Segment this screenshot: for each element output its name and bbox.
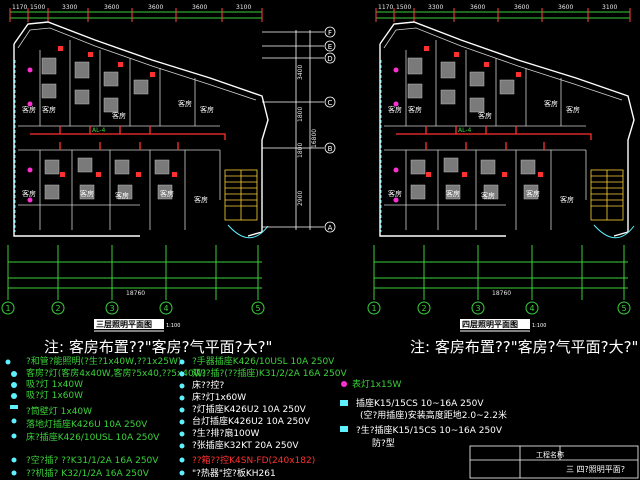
column-axis-label: 5	[621, 304, 626, 313]
room-label: 客房	[112, 111, 126, 120]
room-label: 客房	[388, 105, 402, 114]
plan-title: 三层照明平面图	[96, 320, 152, 329]
dim-top-text: 1500	[396, 4, 411, 11]
legend-item: ?灯插座K426U2 10A 250V	[192, 403, 307, 415]
room-label: 客房	[544, 99, 558, 108]
legend-item: 床??控?	[192, 379, 225, 391]
dim-top-text: 3600	[148, 4, 163, 11]
row-axis-label: D	[327, 55, 332, 63]
column-axis-label: 4	[529, 304, 534, 313]
legend-item: ?生?排?扇100W	[192, 427, 260, 439]
circuit-label: AL-4	[92, 127, 106, 134]
plan-title: 四层照明平面图	[462, 320, 518, 329]
room-label: 客房	[408, 105, 422, 114]
dim-top-text: 3600	[470, 4, 485, 11]
legend-item: "?热器"控?板KH261	[192, 467, 276, 479]
row-axis-label: A	[328, 224, 333, 232]
column-axis-label: 3	[475, 304, 480, 313]
column-axis-label: 5	[255, 304, 260, 313]
room-label: 客房	[560, 195, 574, 204]
column-axis-label: 2	[55, 304, 60, 313]
plan-fourth-floor: 1170 1500 3300 3600 3600 3600 3100	[367, 4, 635, 332]
room-label: 客房	[22, 189, 36, 198]
title-block	[469, 445, 639, 479]
dim-top-text: 3600	[104, 4, 119, 11]
legend-item: ?空?插? ??K31/1/2A 16A 250V	[26, 454, 159, 466]
legend-item: 吸?灯 1x60W	[26, 390, 83, 401]
row-axis-label: F	[328, 29, 332, 37]
legend-item: ?手器插座K426/10USL 10A 250V	[192, 355, 335, 367]
row-axis-label: E	[328, 43, 332, 51]
dim-top-text: 1170	[378, 4, 393, 11]
room-label: 客房	[22, 105, 36, 114]
room-label: 客房	[446, 189, 460, 198]
legend-item: ??机插? K32/1/2A 16A 250V	[26, 467, 150, 479]
room-label: 客房	[42, 105, 56, 114]
room-label: 客房	[80, 189, 94, 198]
column-axis-label: 1	[371, 304, 376, 313]
room-label: 客房	[566, 105, 580, 114]
circuit-label: AL-4	[458, 127, 472, 134]
dim-top-text: 3100	[602, 4, 617, 11]
room-label: 客房	[160, 189, 174, 198]
legend-item: 台灯插座K426U2 10A 250V	[192, 415, 311, 427]
room-label: 客房	[194, 195, 208, 204]
legend-item: ?筒壁灯 1x40W	[26, 405, 92, 417]
dim-top-text: 3600	[514, 4, 529, 11]
room-label: 客房	[115, 191, 129, 200]
layout-note: 注: 客房布置??"客房?气平面?大?"	[44, 338, 272, 356]
row-axis-label: C	[328, 99, 333, 107]
layout-note: 注: 客房布置??"客房?气平面?大?"	[410, 338, 638, 356]
room-label: 客房	[178, 99, 192, 108]
legend-item: 落地灯插座K426U 10A 250V	[26, 418, 148, 430]
legend-item: 防?型	[372, 437, 395, 449]
dim-row-text: 2900	[297, 191, 304, 206]
room-label: 客房	[478, 111, 492, 120]
column-axis-label: 4	[163, 304, 168, 313]
dim-top-text: 3100	[236, 4, 251, 11]
dim-bottom-total: 18760	[126, 290, 145, 297]
legend-item: ??箱??控K4SN-FD(240x182)	[192, 454, 315, 466]
room-label: 客房	[481, 191, 495, 200]
legend-item: 吸?灯 1x40W	[26, 379, 83, 390]
title-block-project: 工程名称	[536, 450, 564, 459]
column-axis-label: 2	[421, 304, 426, 313]
title-block-drawing: 三 四?照明平面?	[566, 465, 625, 474]
legend-item: 床?插座K426/10USL 10A 250V	[26, 431, 160, 443]
dim-row-text: 3400	[297, 65, 304, 80]
dim-top-text: 3600	[558, 4, 573, 11]
room-label: 客房	[526, 189, 540, 198]
legend-item: 插座K15/15CS 10~16A 250V	[356, 397, 484, 409]
dim-top-text: 3300	[62, 4, 77, 11]
dim-bottom-total: 18760	[492, 290, 511, 297]
dim-row-text: 1800	[297, 143, 304, 158]
column-axis-label: 3	[109, 304, 114, 313]
plan-scale: 1:100	[532, 323, 546, 329]
legend-item: 床?灯1x60W	[192, 391, 246, 403]
legend: ?和管?能照明(?生?1x40W,??1x25W) 客房?灯(客房4x40W,客…	[5, 355, 507, 479]
legend-item: ?和管?能照明(?生?1x40W,??1x25W)	[26, 355, 181, 367]
dim-row-text: 16800	[311, 129, 318, 148]
room-label: 客房	[388, 189, 402, 198]
dim-top-text: 1170	[12, 4, 27, 11]
dim-top-text: 3600	[192, 4, 207, 11]
plan-scale: 1:100	[166, 323, 180, 329]
legend-item: 客房?灯(客房4x40W,客房?5x40,??5x40W)	[26, 367, 206, 379]
legend-item: ?生?插座K15/15CS 10~16A 250V	[356, 424, 503, 436]
room-label: 客房	[200, 105, 214, 114]
dim-row-text: 1800	[297, 107, 304, 122]
column-axis-label: 1	[5, 304, 10, 313]
dim-top-text: 1500	[30, 4, 45, 11]
row-axis-label: B	[328, 145, 333, 153]
plan-third-floor: 1170 1500 3300 3600 3600 3600 3100	[1, 4, 336, 332]
legend-item: 表灯1x15W	[352, 378, 402, 390]
legend-item: 双??插?(??插座)K31/2/2A 16A 250V	[192, 367, 347, 379]
legend-item: ?张插座K32KT 20A 250V	[192, 439, 299, 451]
dim-top-text: 3300	[428, 4, 443, 11]
legend-item: (空?用插座)安装高度距地2.0~2.2米	[360, 409, 507, 421]
